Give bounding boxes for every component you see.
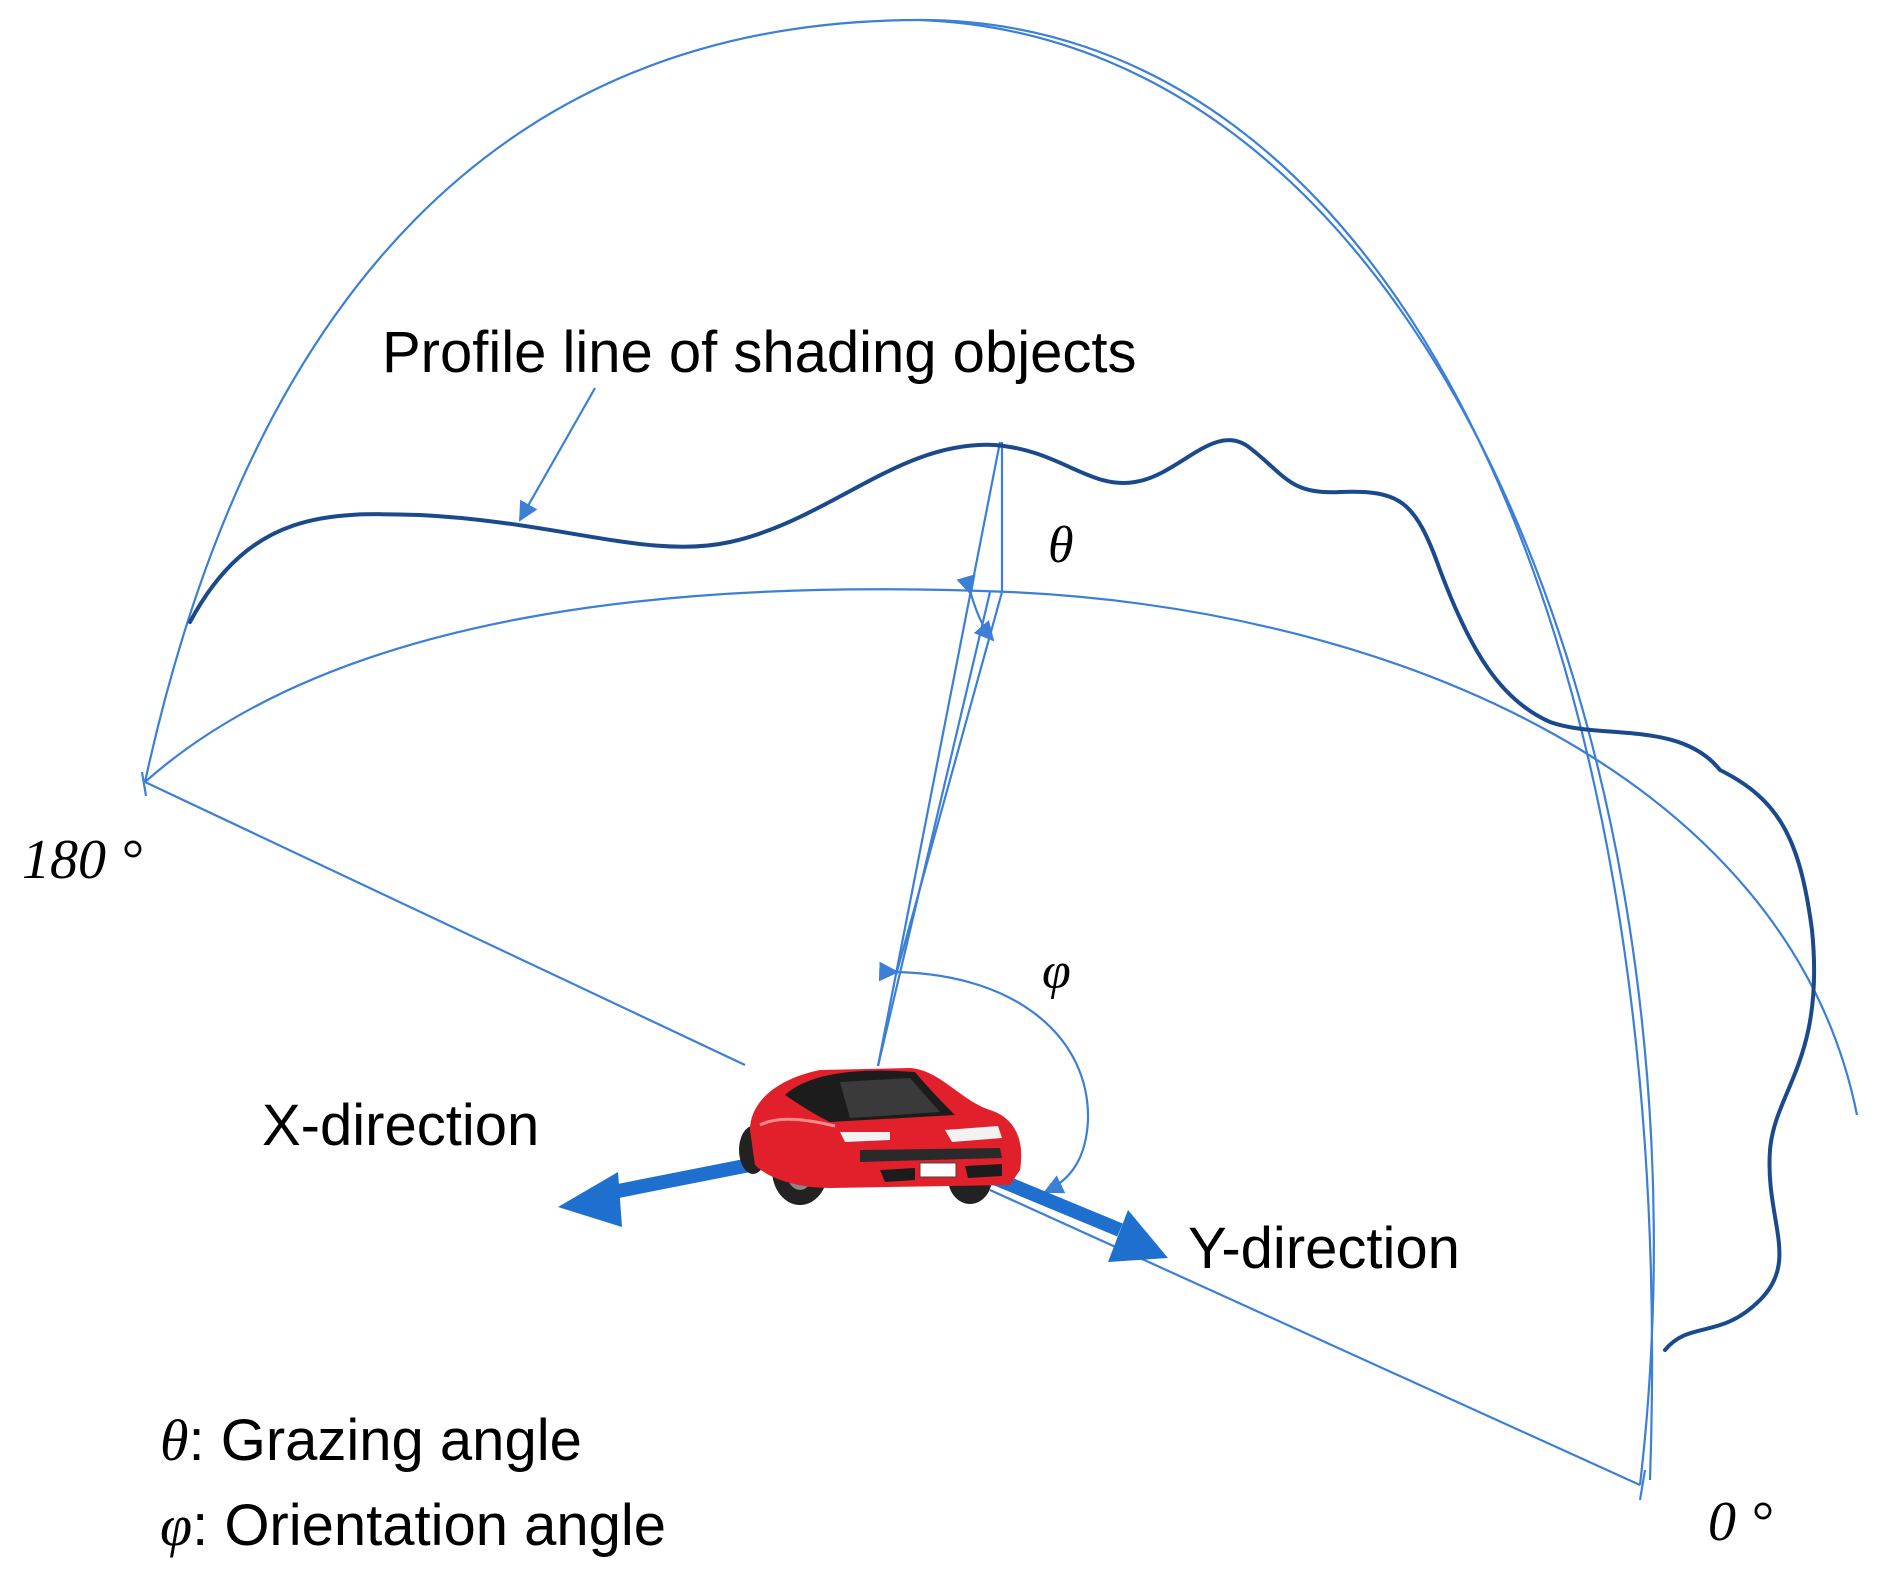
profile-label-pointer — [519, 387, 596, 522]
legend-phi-row: φ: Orientation angle — [160, 1493, 666, 1558]
phi-angle-arc — [878, 961, 1090, 1194]
x-direction-label: X-direction — [262, 1093, 539, 1158]
ground-line-left — [144, 781, 746, 1066]
legend: θ: Grazing angle φ: Orientation angle — [160, 1408, 666, 1558]
hemisphere-inner-meridian — [919, 18, 1655, 1486]
y-direction-arrow — [977, 1165, 1168, 1262]
horizon-back-arc — [144, 588, 1859, 1116]
legend-theta-row: θ: Grazing angle — [160, 1408, 582, 1473]
phi-label: φ — [1042, 943, 1071, 1000]
legend-phi-symbol: φ — [160, 1493, 192, 1558]
legend-phi-desc: : Orientation angle — [192, 1493, 666, 1558]
tick-180 — [140, 771, 148, 797]
hemisphere-outer-arc — [143, 18, 1654, 1481]
tick-0 — [1638, 1469, 1647, 1501]
ground-line-right — [989, 1188, 1641, 1487]
legend-theta-symbol: θ — [160, 1408, 189, 1473]
profile-line-label: Profile line of shading objects — [382, 320, 1136, 385]
theta-label: θ — [1048, 517, 1074, 574]
legend-theta-desc: : Grazing angle — [189, 1408, 582, 1473]
y-direction-label: Y-direction — [1188, 1216, 1460, 1281]
angle-0-label: 0 ° — [1708, 1491, 1772, 1553]
azimuth-line — [894, 591, 1004, 976]
theta-angle-arc — [956, 574, 995, 642]
red-car-icon — [739, 1068, 1022, 1205]
sightline-to-horizon — [876, 591, 992, 1067]
angle-180-label: 180 ° — [22, 829, 142, 891]
shading-profile-line — [188, 438, 1817, 1352]
